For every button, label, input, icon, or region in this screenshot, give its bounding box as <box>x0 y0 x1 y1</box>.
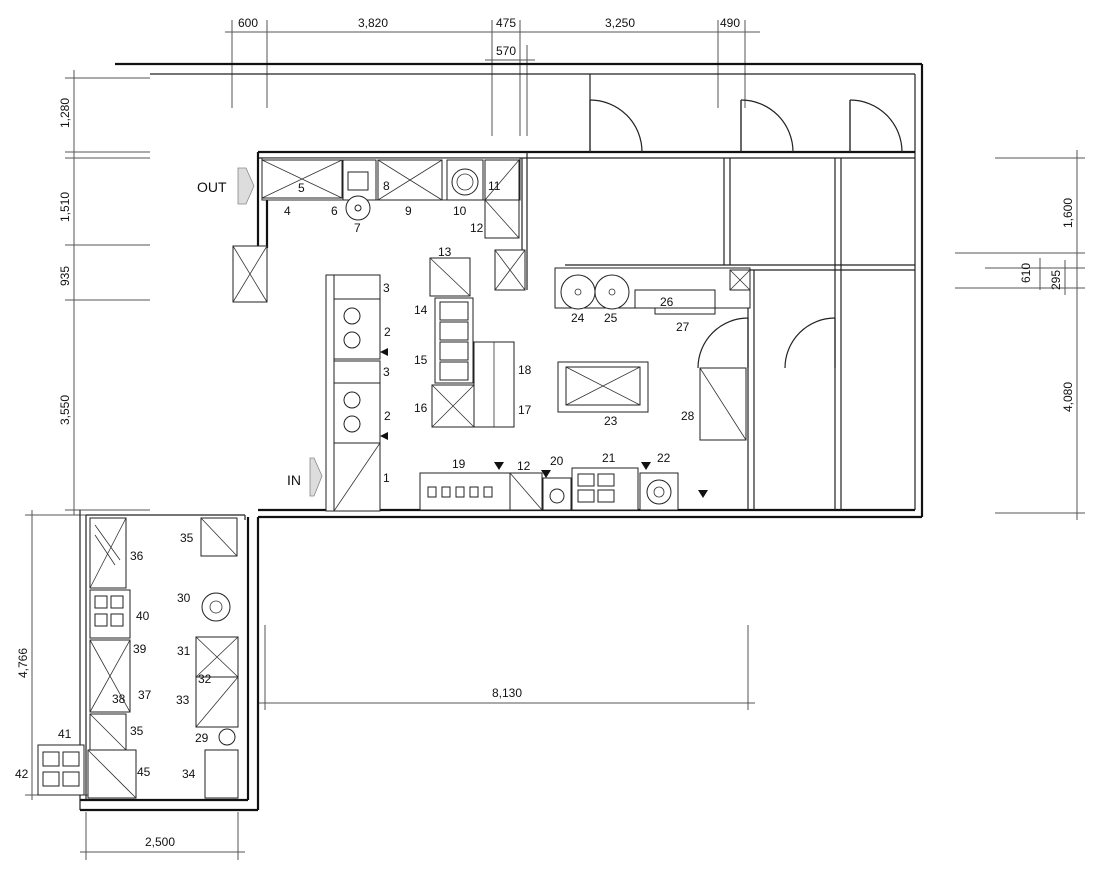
equipment-label-31: 31 <box>177 644 191 658</box>
equipment-label-25: 25 <box>604 311 618 325</box>
equipment-label-2: 2 <box>384 325 391 339</box>
equipment-label-35b: 35 <box>130 724 144 738</box>
dim-top-570: 570 <box>496 44 516 58</box>
equipment-label-21: 21 <box>602 451 616 465</box>
equipment-label-22: 22 <box>657 451 671 465</box>
dim-left-1280: 1,280 <box>58 98 72 128</box>
back-counter <box>554 267 751 315</box>
dim-top-3250: 3,250 <box>605 16 635 30</box>
equipment-label-34: 34 <box>182 767 196 781</box>
equipment-label-30: 30 <box>177 591 191 605</box>
dim-left-3550: 3,550 <box>58 395 72 425</box>
equipment-label-12b: 12 <box>517 459 531 473</box>
dim-left-4766: 4,766 <box>16 648 30 678</box>
dim-right-295: 295 <box>1049 270 1063 290</box>
left-cook-line <box>325 274 388 512</box>
dim-top-600: 600 <box>238 16 258 30</box>
dim-right-1600: 1,600 <box>1061 198 1075 228</box>
dim-left-1510: 1,510 <box>58 192 72 222</box>
equipment-label-5: 5 <box>298 181 305 195</box>
equipment-label-12: 12 <box>470 221 484 235</box>
equipment-label-4: 4 <box>284 204 291 218</box>
equipment-label-14: 14 <box>414 303 428 317</box>
dim-left-935: 935 <box>58 266 72 286</box>
out-label: OUT <box>197 179 227 195</box>
top-dimension-lines <box>225 20 760 136</box>
equipment-label-18: 18 <box>518 363 532 377</box>
equipment-label-13: 13 <box>438 245 452 259</box>
equipment-label-29: 29 <box>195 731 209 745</box>
dim-top-475: 475 <box>496 16 516 30</box>
dim-right-4080: 4,080 <box>1061 382 1075 412</box>
dim-bottom-2500: 2,500 <box>145 835 175 849</box>
equipment-label-38: 38 <box>112 692 126 706</box>
equipment-label-11: 11 <box>488 179 501 193</box>
equipment-label-32: 32 <box>198 672 212 686</box>
equipment-label-23: 23 <box>604 414 618 428</box>
equipment-label-33: 33 <box>176 693 190 707</box>
equipment-label-39: 39 <box>133 642 147 656</box>
equipment-label-9: 9 <box>405 204 412 218</box>
equipment-label-42: 42 <box>15 767 29 781</box>
equipment-label-2b: 2 <box>384 409 391 423</box>
bottom-cook-line <box>419 462 708 511</box>
in-arrow-icon <box>309 457 323 497</box>
equipment-label-3: 3 <box>383 281 390 295</box>
dim-top-3820: 3,820 <box>358 16 388 30</box>
equipment-number-labels: 1 2 2 3 3 4 5 6 7 8 9 10 11 12 12 13 14 … <box>15 179 695 781</box>
in-label: IN <box>287 472 301 488</box>
top-counter <box>261 157 521 239</box>
equipment-label-16: 16 <box>414 401 428 415</box>
equipment-label-26: 26 <box>660 295 674 309</box>
equipment-label-45: 45 <box>137 765 151 779</box>
doors <box>589 99 903 369</box>
equipment-label-6: 6 <box>331 204 338 218</box>
center-island <box>429 257 515 428</box>
equipment-label-20: 20 <box>550 454 564 468</box>
equipment-label-28: 28 <box>681 409 695 423</box>
bottom-dimension-lines <box>25 510 755 860</box>
equipment-label-36: 36 <box>130 549 144 563</box>
equipment-label-41: 41 <box>58 727 72 741</box>
equipment-label-27: 27 <box>676 320 690 334</box>
equipment-label-37: 37 <box>138 688 152 702</box>
equipment-label-40: 40 <box>136 609 150 623</box>
out-arrow-icon <box>237 167 255 205</box>
equipment-label-8: 8 <box>383 179 390 193</box>
right-dimension-lines <box>955 150 1085 520</box>
dim-right-610: 610 <box>1019 263 1033 283</box>
dim-bottom-8130: 8,130 <box>492 686 522 700</box>
equipment-label-15: 15 <box>414 353 428 367</box>
equipment-label-3b: 3 <box>383 365 390 379</box>
dim-top-490: 490 <box>720 16 740 30</box>
left-dimension-lines <box>65 70 150 515</box>
equipment-label-7: 7 <box>354 221 361 235</box>
equipment-label-17: 17 <box>518 403 532 417</box>
equipment-label-10: 10 <box>453 204 467 218</box>
equipment-label-35: 35 <box>180 531 194 545</box>
equipment-label-24: 24 <box>571 311 585 325</box>
lower-kitchen-area <box>37 517 239 799</box>
equipment-label-19: 19 <box>452 457 466 471</box>
equipment-label-1: 1 <box>383 471 390 485</box>
